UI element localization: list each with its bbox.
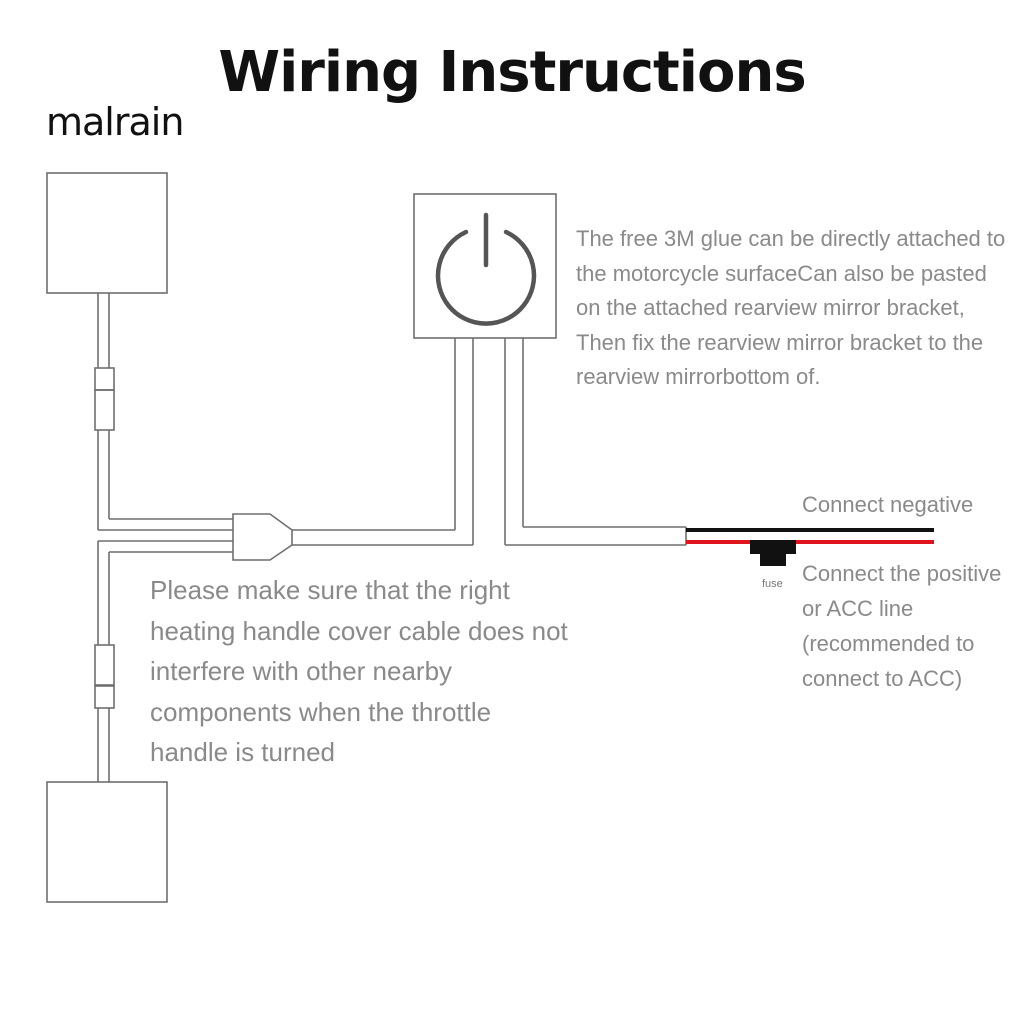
top-heating-pad (46, 172, 168, 294)
bottom-connector-male (94, 685, 115, 709)
handle-cable-note: Please make sure that the right heating … (150, 575, 568, 767)
top-connector-male (94, 367, 115, 391)
page-title: Wiring Instructions (218, 40, 806, 105)
y-splitter (232, 513, 293, 561)
power-icon (435, 212, 537, 326)
power-switch-box (413, 193, 557, 339)
bottom-connector-female (94, 644, 115, 686)
fuse-holder (750, 540, 796, 566)
top-connector-female (94, 389, 115, 431)
positive-label: Connect the positive or ACC line (recomm… (802, 561, 1002, 691)
negative-label: Connect negative (802, 492, 974, 517)
brand-logo: malrain (46, 100, 184, 144)
bottom-heating-pad (46, 781, 168, 903)
fuse-label: fuse (762, 578, 783, 590)
switch-mount-note: The free 3M glue can be directly attache… (576, 226, 1006, 390)
